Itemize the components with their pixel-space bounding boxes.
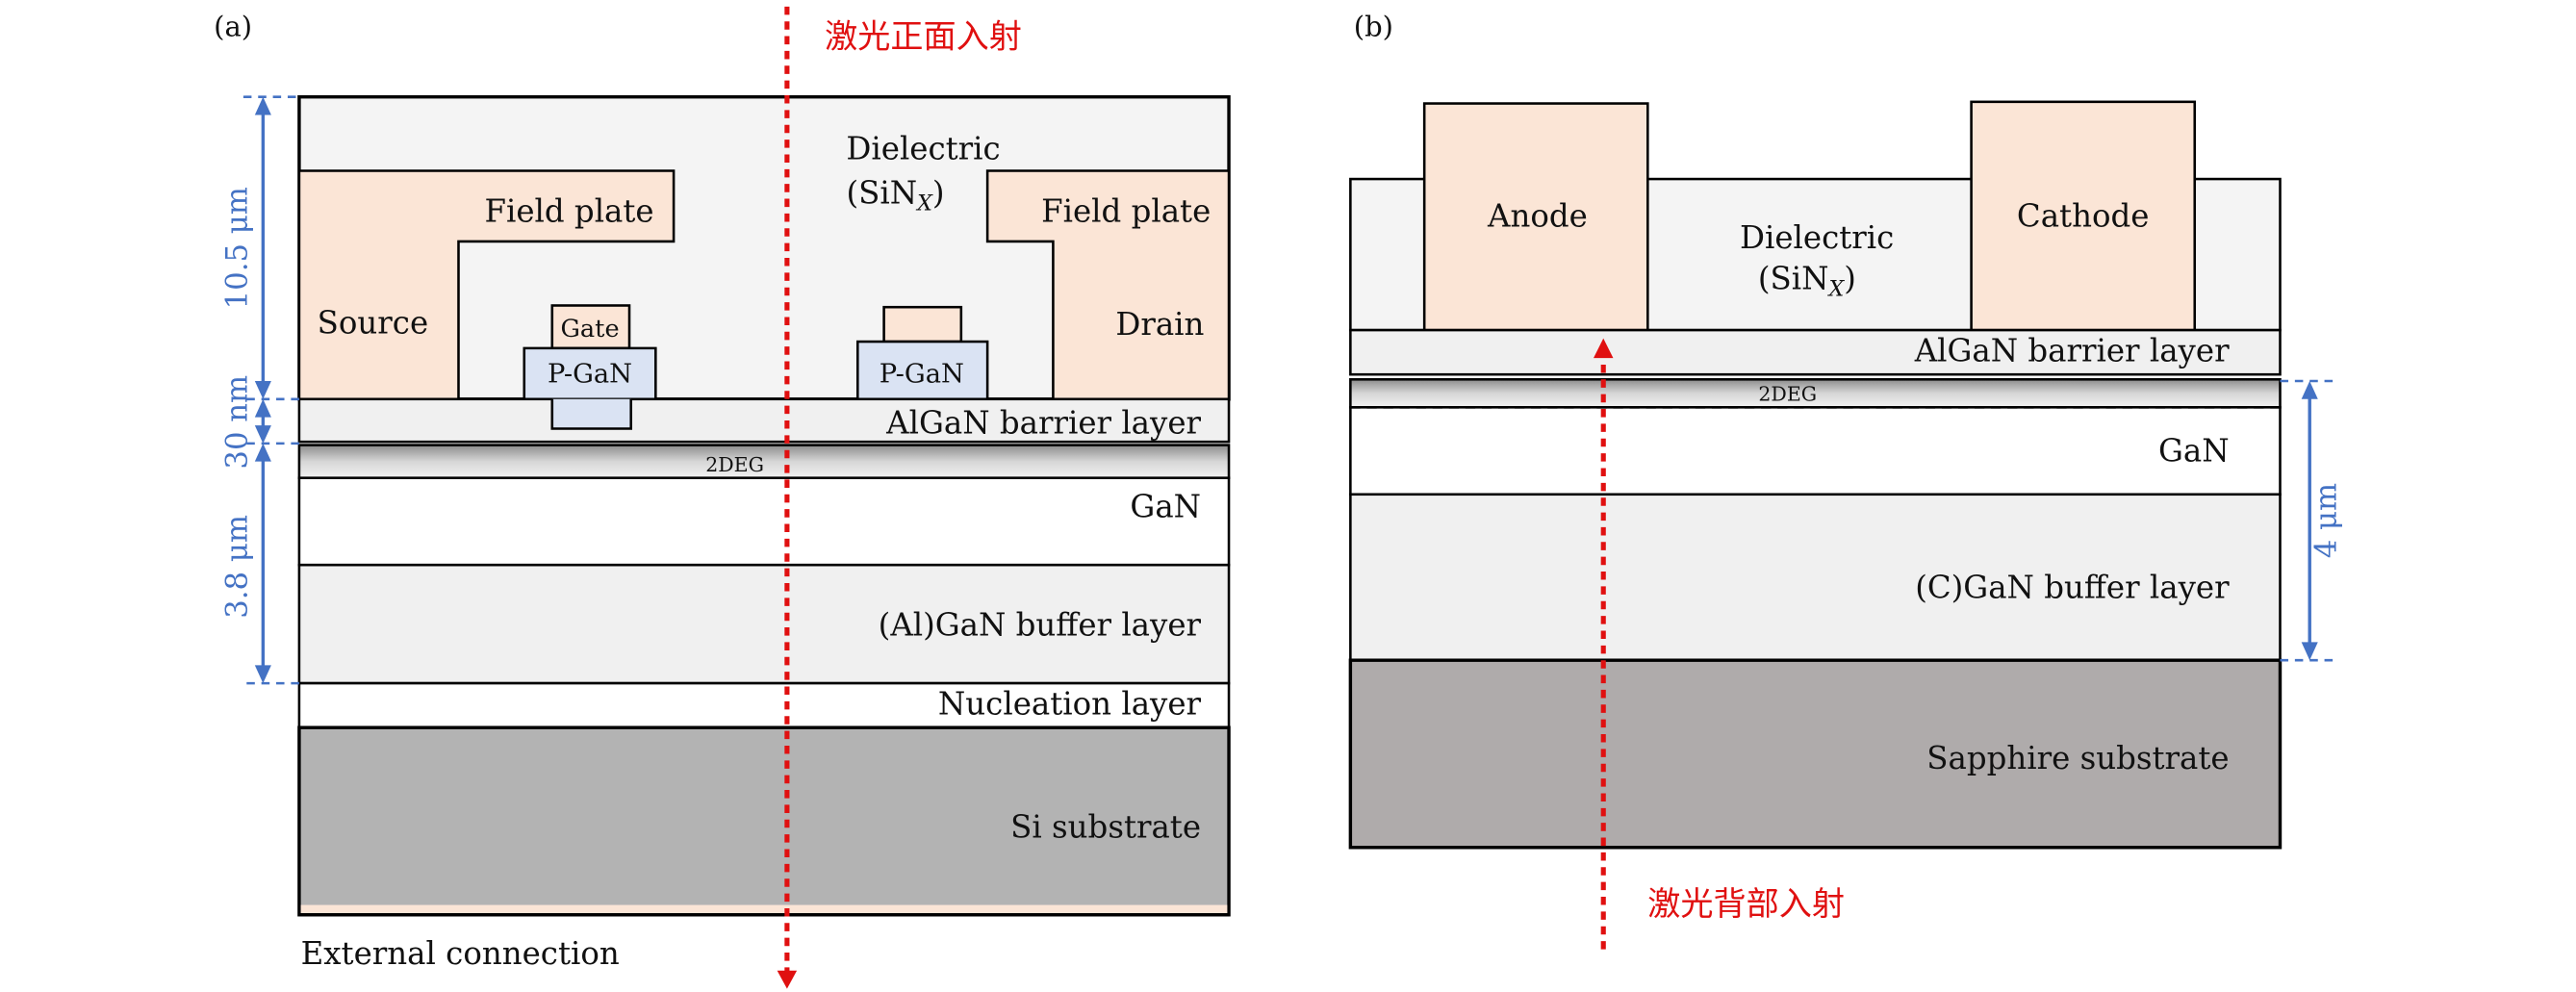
cathode-electrode [1970,100,2197,332]
algan-barrier-layer [297,397,1231,444]
panel-b-label: (b) [1354,11,1393,43]
two-deg-region [297,444,1231,480]
dielectric-label: Dielectric [846,131,1000,167]
barrier-label-b: AlGaN barrier layer [1914,333,2230,369]
dielectric-formula-b: (SiNX) [1758,260,1856,301]
two-deg-label: 2DEG [705,453,764,476]
gan-label: GaN [1130,489,1201,525]
source-label: Source [318,305,428,342]
buffer-label: (Al)GaN buffer layer [879,607,1202,644]
anode-electrode [1422,102,1649,332]
dimension-arrowheads-icon [254,96,271,684]
dielectric-label-b: Dielectric [1740,219,1894,256]
substrate-label: Si substrate [1010,809,1201,846]
buffer-label-b: (C)GaN buffer layer [1915,569,2230,605]
gan-label-b: GaN [2158,433,2230,470]
panel-a-label: (a) [214,11,252,43]
nucleation-layer [297,681,1231,729]
cathode-label: Cathode [2017,198,2150,235]
sapphire-substrate [1348,658,2283,850]
panel-b: (b) Anode Cathode Dielectric (SiNX) AlGa… [1348,11,2344,950]
dielectric-formula: (SiNX) [847,175,945,216]
panel-a: (a) Dielectric (SiNX) Fie [214,6,1231,989]
dimension-10-5-um: 10.5 μm [219,187,254,309]
algan-barrier-layer-b [1349,328,2282,376]
barrier-label: AlGaN barrier layer [885,405,1201,442]
two-deg-region-b [1349,378,2282,409]
laser-back-label: 激光背部入射 [1647,885,1845,924]
cgan-buffer-layer [1349,493,2282,662]
dimension-arrowheads-b-icon [2301,381,2318,661]
laser-arrow-head-icon [777,970,798,989]
gan-layer-b [1349,406,2282,496]
external-connection-label: External connection [301,935,620,972]
substrate-label-b: Sapphire substrate [1926,740,2229,776]
laser-front-label: 激光正面入射 [825,18,1022,57]
gan-layer [297,476,1231,567]
external-connection-layer [300,904,1228,914]
two-deg-label-b: 2DEG [1758,382,1817,405]
p-gan-left-label: P-GaN [548,360,632,390]
gate-label: Gate [560,315,619,343]
gate-electrode-right [882,305,963,343]
drain-label: Drain [1115,306,1204,343]
laser-arrow-up-icon [1593,338,1614,359]
field-plate-right-label: Field plate [1041,192,1211,229]
nucleation-label: Nucleation layer [938,686,1202,723]
p-gan-right [855,340,989,401]
dimension-4-um: 4 μm [2309,483,2344,558]
field-plate-left-label: Field plate [484,192,653,229]
algan-buffer-layer [297,563,1231,685]
anode-label: Anode [1487,198,1588,235]
dimension-30-nm: 30 nm [219,375,254,470]
si-substrate [297,725,1231,917]
p-gan-right-label: P-GaN [880,360,964,390]
dimension-3-8-um: 3.8 μm [219,515,254,619]
